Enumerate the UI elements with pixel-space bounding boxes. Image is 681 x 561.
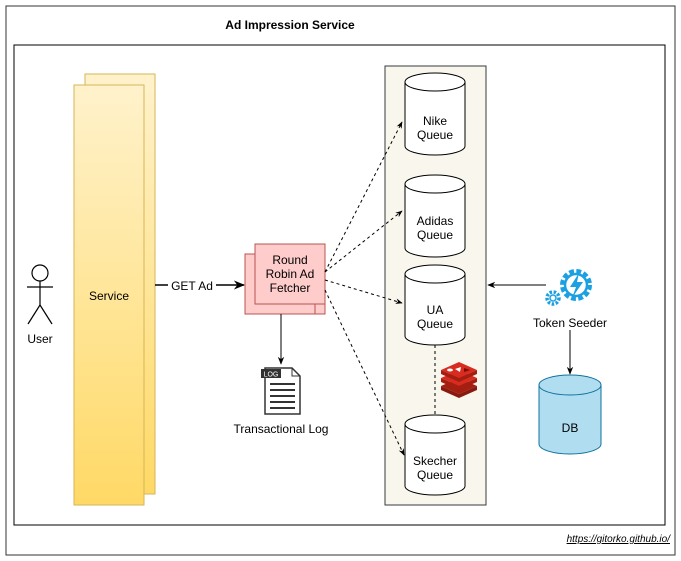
transactional-log-label: Transactional Log: [233, 422, 329, 436]
fetcher-label-line-1: Round: [272, 253, 308, 267]
skecher-queue-label: Skecher Queue: [403, 454, 467, 482]
ua-queue-cylinder[interactable]: [404, 264, 466, 346]
fetcher-to-queue-arrows: [324, 121, 405, 456]
stick-figure-icon[interactable]: [27, 264, 53, 325]
adidas-queue-line-1: Adidas: [416, 214, 454, 228]
get-ad-label: GET Ad: [168, 279, 216, 293]
redis-icon[interactable]: [441, 362, 477, 398]
credit-link[interactable]: https://gitorko.github.io/: [566, 534, 670, 545]
adidas-queue-line-2: Queue: [416, 228, 454, 242]
adidas-queue-label: Adidas Queue: [405, 214, 465, 242]
gear-lightning-icon[interactable]: [545, 269, 592, 306]
fetcher-label-line-3: Fetcher: [269, 281, 311, 295]
db-cylinder[interactable]: [538, 374, 602, 455]
arrow-to-skecher: [324, 289, 405, 456]
skecher-queue-line-1: Skecher: [412, 454, 458, 468]
log-file-icon[interactable]: LOG: [261, 367, 301, 415]
nike-queue-line-2: Queue: [416, 128, 454, 142]
user-label: User: [27, 332, 53, 346]
arrow-to-nike: [324, 121, 403, 273]
nike-queue-label: Nike Queue: [405, 114, 465, 142]
arrow-to-adidas: [324, 210, 403, 273]
nike-queue-cylinder[interactable]: [404, 72, 466, 156]
log-badge: LOG: [264, 372, 279, 379]
fetcher-label-line-2: Robin Ad: [265, 267, 315, 281]
ua-queue-label: UA Queue: [405, 303, 465, 331]
service-box[interactable]: [73, 84, 145, 506]
skecher-queue-line-2: Queue: [416, 468, 454, 482]
ua-queue-line-1: UA: [426, 303, 444, 317]
service-label: Service: [88, 289, 129, 303]
nike-queue-line-1: Nike: [422, 114, 447, 128]
diagram-title: Ad Impression Service: [225, 18, 355, 32]
adidas-queue-cylinder[interactable]: [404, 174, 466, 258]
fetcher-label: Round Robin Ad Fetcher: [255, 253, 325, 295]
token-seeder-label: Token Seeder: [524, 316, 616, 330]
fetcher-box-front: [254, 243, 326, 305]
ua-queue-line-2: Queue: [416, 317, 454, 331]
arrow-to-ua: [324, 279, 403, 304]
db-label: DB: [561, 421, 579, 435]
skecher-queue-cylinder[interactable]: [404, 414, 466, 496]
